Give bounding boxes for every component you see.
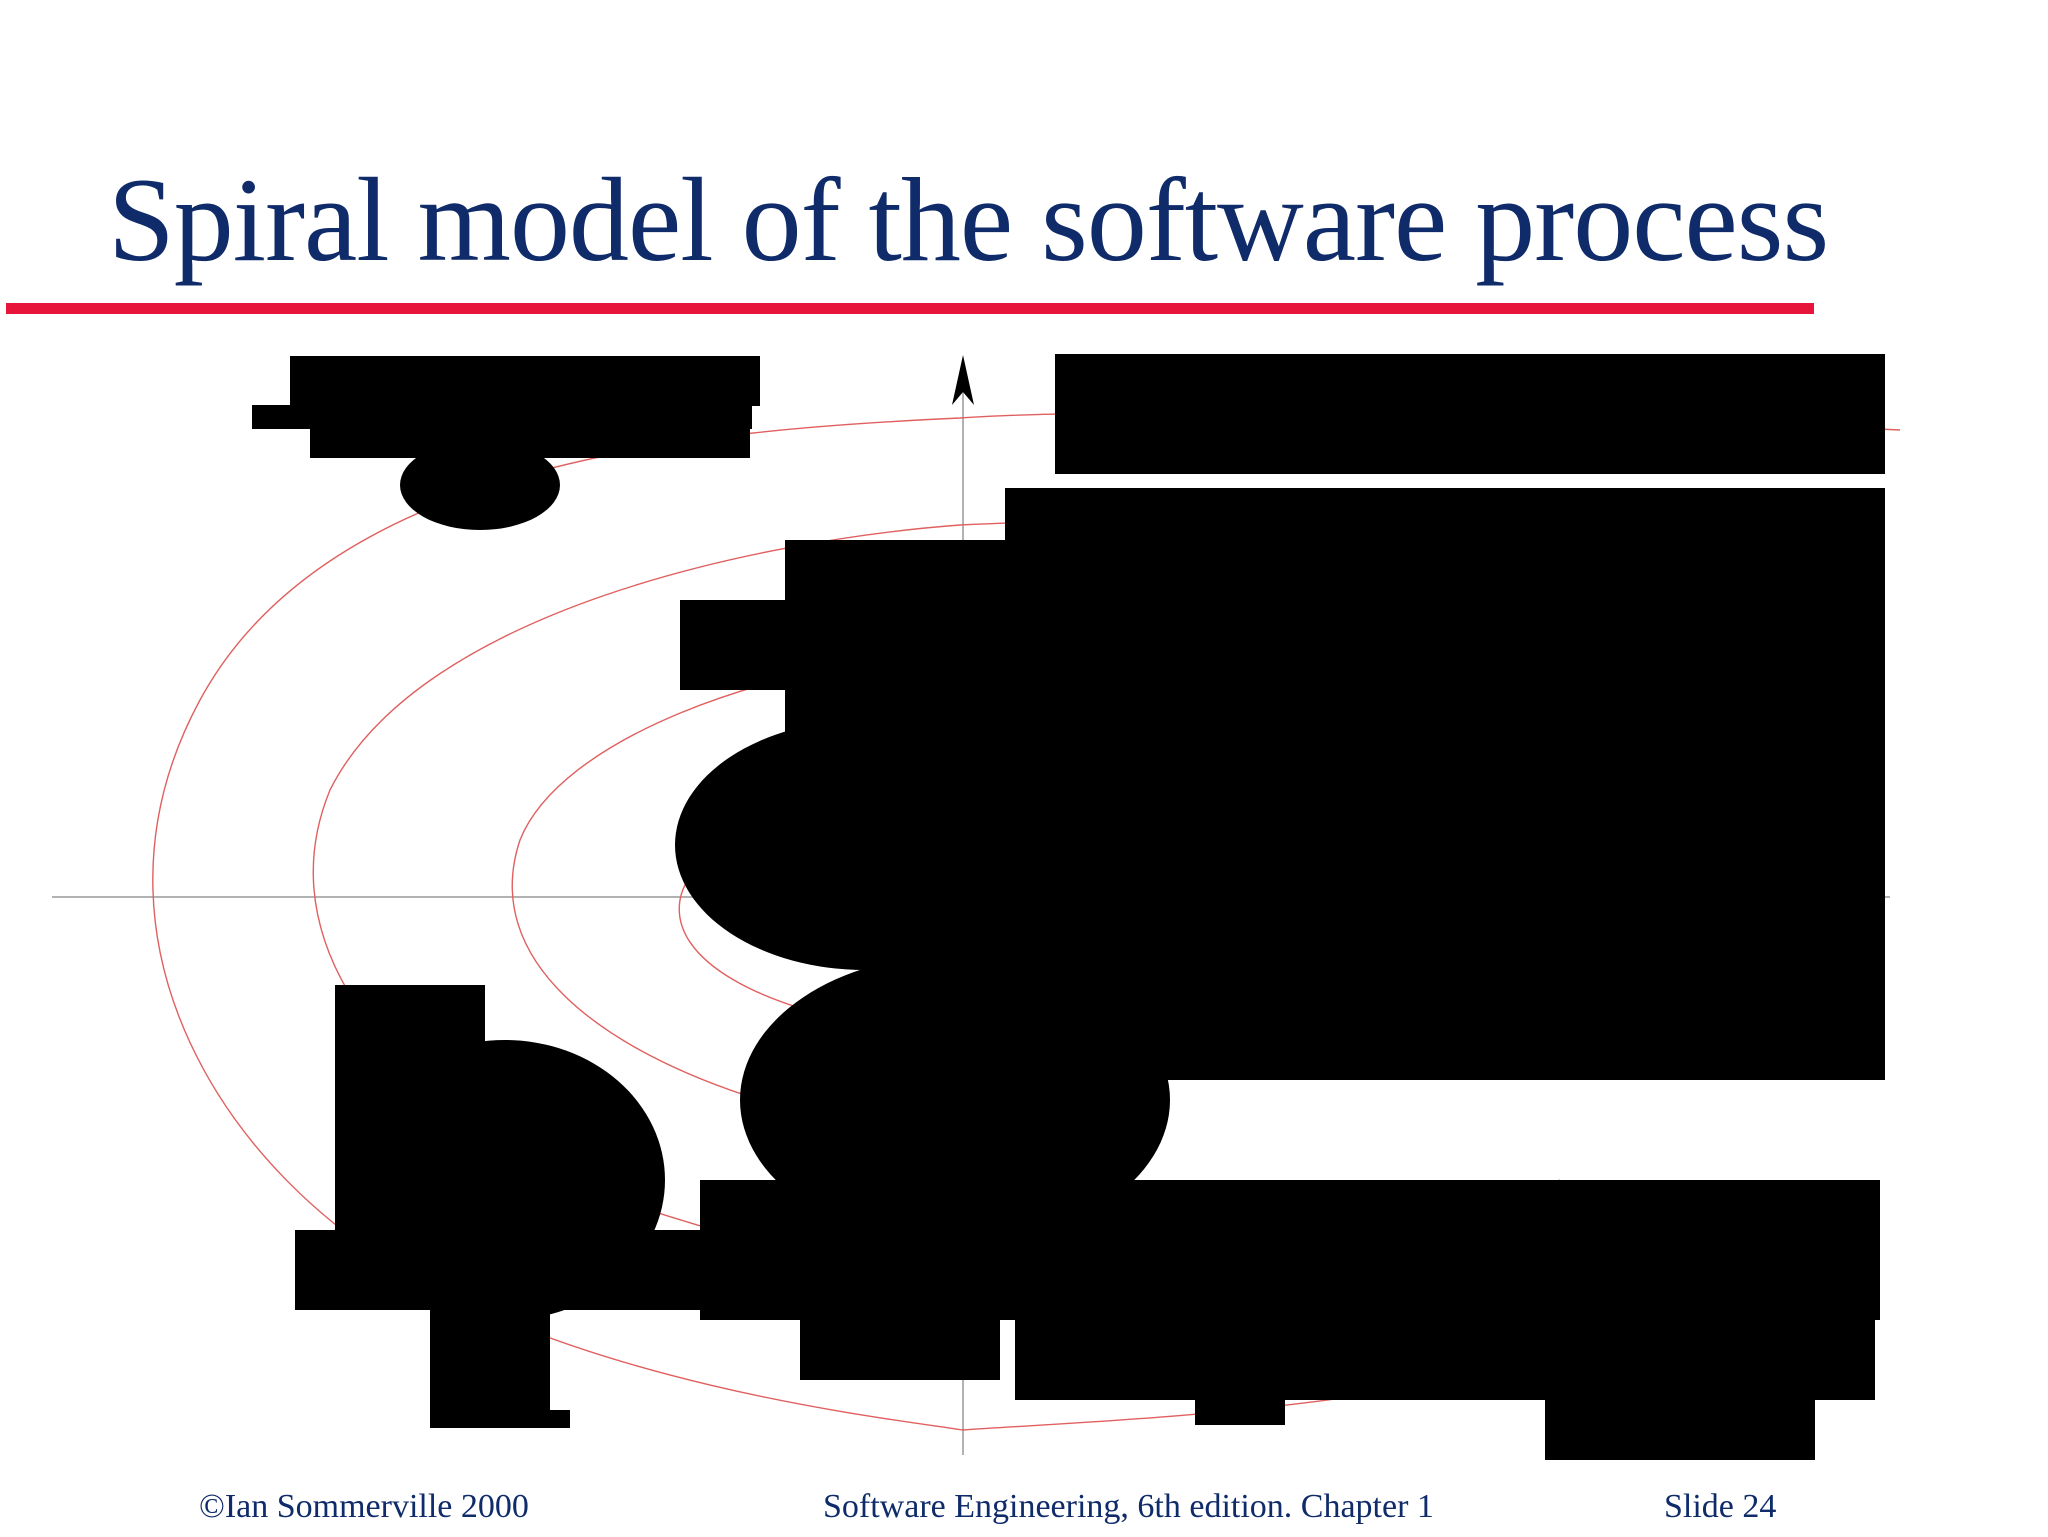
axis-arrow-icon	[952, 355, 974, 405]
footer-slide-number: Slide 24	[1664, 1488, 1777, 1525]
slide-title: Spiral model of the software process	[108, 153, 1829, 286]
footer-copyright: ©Ian Sommerville 2000	[199, 1488, 529, 1525]
footer-book-title: Software Engineering, 6th edition. Chapt…	[823, 1488, 1434, 1525]
title-underline	[6, 303, 1814, 314]
